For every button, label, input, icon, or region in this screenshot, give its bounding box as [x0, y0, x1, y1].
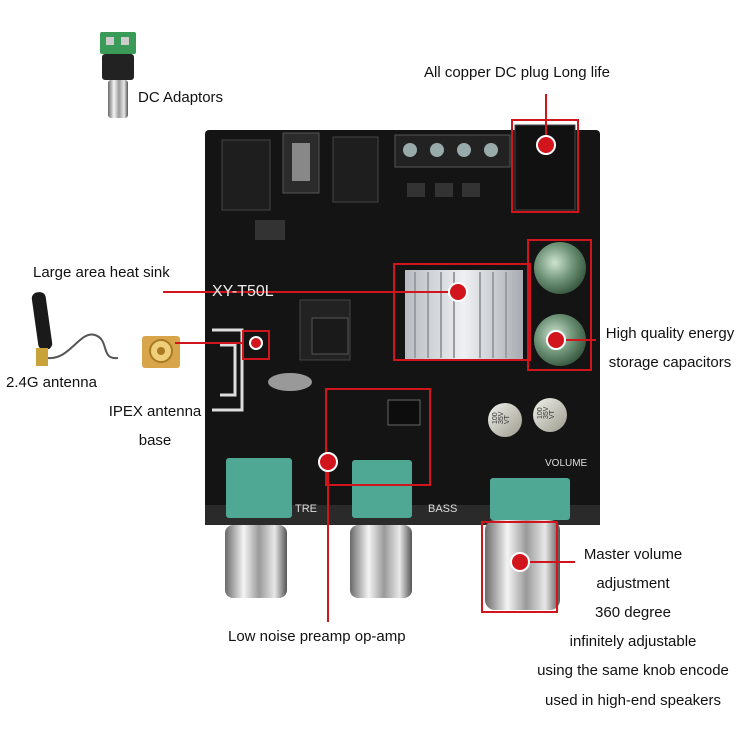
- capacitor-marking: VT: [504, 414, 511, 424]
- volume-label-line-6: used in high-end speakers: [545, 692, 721, 709]
- capacitor-marking: 100: [492, 412, 499, 424]
- ipex-connector-image: [142, 336, 180, 368]
- dc-plug-label: All copper DC plug Long life: [424, 64, 610, 81]
- heat-sink-label: Large area heat sink: [33, 264, 170, 281]
- antenna-image: [31, 292, 119, 366]
- dc-adaptors-label: DC Adaptors: [138, 89, 224, 106]
- silkscreen-bass: BASS: [428, 503, 457, 515]
- capacitor-marking: 35V: [498, 411, 505, 424]
- capacitors-box: [527, 239, 592, 371]
- preamp-box: [325, 388, 431, 486]
- silkscreen-model: XY-T50L: [212, 283, 274, 300]
- knobs: [225, 520, 560, 610]
- capacitor-marking: 100: [537, 407, 544, 419]
- volume-label-line-5: using the same knob encode: [537, 662, 729, 679]
- ipex-box: [242, 330, 270, 360]
- volume-box: [481, 521, 558, 613]
- silkscreen-tre: TRE: [295, 503, 317, 515]
- volume-label-line-3: 360 degree: [595, 604, 671, 621]
- volume-label-line-4: infinitely adjustable: [569, 633, 697, 650]
- capacitors-label-line-2: storage capacitors: [608, 354, 732, 371]
- pcb-board: [205, 124, 600, 525]
- ipex-label-line-1: IPEX antenna: [108, 403, 202, 420]
- capacitors-label-line-1: High quality energy: [605, 325, 735, 342]
- antenna-label: 2.4G antenna: [6, 374, 97, 391]
- preamp-label: Low noise preamp op-amp: [228, 628, 406, 645]
- dc-adaptor-image: [100, 32, 136, 118]
- capacitor-marking: 35V: [543, 406, 550, 419]
- heat-sink-box: [393, 263, 531, 361]
- volume-label-line-2: adjustment: [596, 575, 670, 592]
- callout-dots: [249, 135, 566, 572]
- silkscreen-volume: VOLUME: [545, 458, 588, 469]
- capacitor-marking: VT: [549, 409, 556, 419]
- ipex-label-line-2: base: [138, 432, 172, 449]
- callout-markers: [163, 94, 596, 622]
- volume-label-line-1: Master volume: [583, 546, 683, 563]
